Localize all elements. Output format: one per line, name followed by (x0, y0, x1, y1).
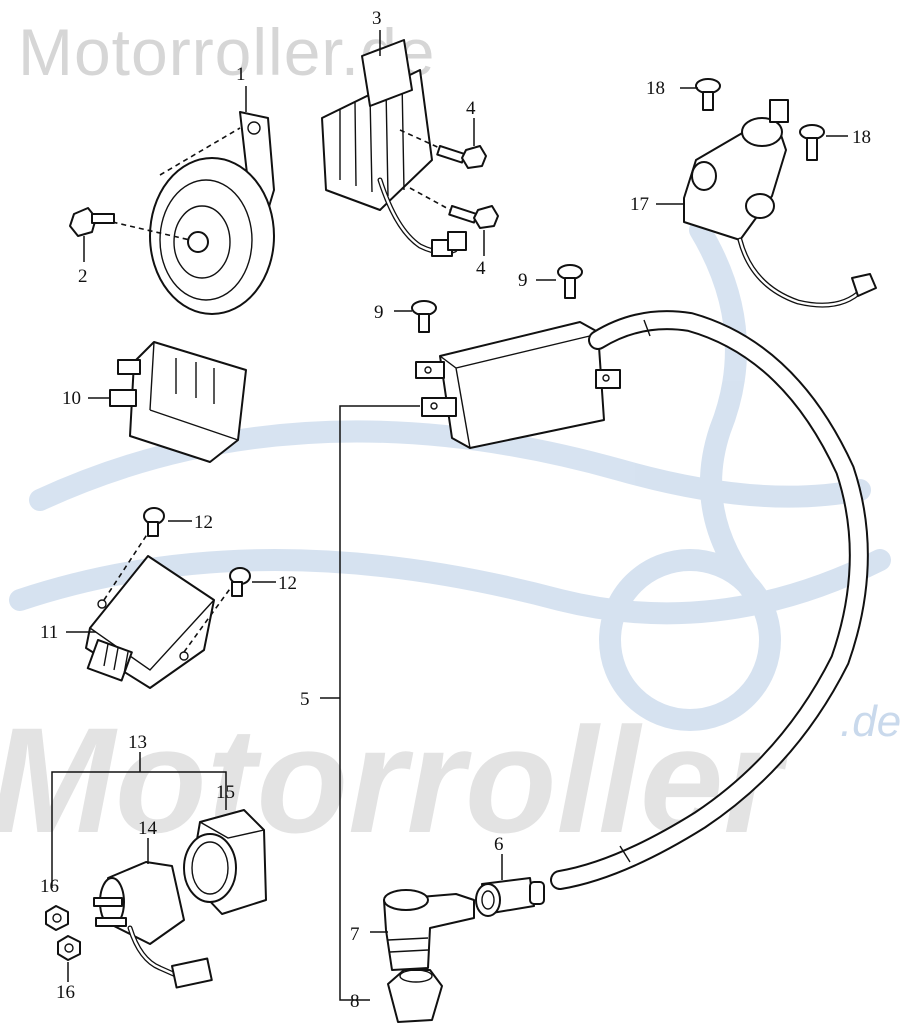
callout-17: 17 (630, 194, 649, 215)
relay-rubber-holder-part (183, 809, 267, 915)
callout-18-right: 18 (852, 127, 871, 148)
callout-12-lower: 12 (278, 573, 297, 594)
callout-16-upper: 16 (40, 876, 59, 897)
leader-lines (51, 30, 848, 1001)
callout-9-right: 9 (518, 270, 528, 291)
relay-nut-upper-part (45, 905, 69, 931)
callout-12-upper: 12 (194, 512, 213, 533)
callout-15: 15 (216, 782, 235, 803)
callout-4-lower: 4 (476, 258, 486, 279)
cdi-screw-upper-part (143, 507, 165, 537)
horn-bolt-part (69, 207, 115, 237)
callout-2: 2 (78, 266, 88, 287)
relay-nut-lower-part (57, 935, 81, 961)
sensor-screw-right-part (799, 124, 825, 161)
callout-9-left: 9 (374, 302, 384, 323)
callout-14: 14 (138, 818, 158, 839)
spark-plug-cap-part (383, 889, 475, 971)
callout-7: 7 (350, 924, 360, 945)
starter-relay-part (93, 861, 213, 989)
cdi-screw-lower-part (229, 567, 251, 597)
ignition-cable-part (550, 310, 869, 890)
regulator-bolt-upper-part (436, 145, 487, 169)
watermark-domain-suffix: .de (840, 697, 900, 746)
sensor-screw-left-part (695, 78, 721, 111)
coil-screw-left-part (411, 300, 437, 333)
callout-1: 1 (236, 64, 246, 85)
ignition-coil-part (415, 321, 621, 449)
callout-4-upper: 4 (466, 98, 476, 119)
coil-screw-right-part (557, 264, 583, 299)
regulator-bolt-lower-part (448, 205, 499, 229)
callout-16-lower: 16 (56, 982, 75, 1003)
callout-6: 6 (494, 834, 504, 855)
cable-sleeve-part (475, 877, 545, 917)
callout-5: 5 (300, 689, 310, 710)
callout-18-left: 18 (646, 78, 665, 99)
regulator-rectifier-part (321, 39, 467, 257)
sensor-unit-part (683, 99, 877, 308)
callout-8: 8 (350, 991, 360, 1012)
horn-part (94, 111, 275, 315)
callout-13: 13 (128, 732, 147, 753)
flasher-relay-part (109, 341, 247, 463)
callout-11: 11 (40, 622, 58, 643)
callout-3: 3 (372, 8, 382, 29)
callout-10: 10 (62, 388, 81, 409)
cap-seal-part (387, 969, 443, 1023)
cdi-unit-part (85, 529, 233, 689)
